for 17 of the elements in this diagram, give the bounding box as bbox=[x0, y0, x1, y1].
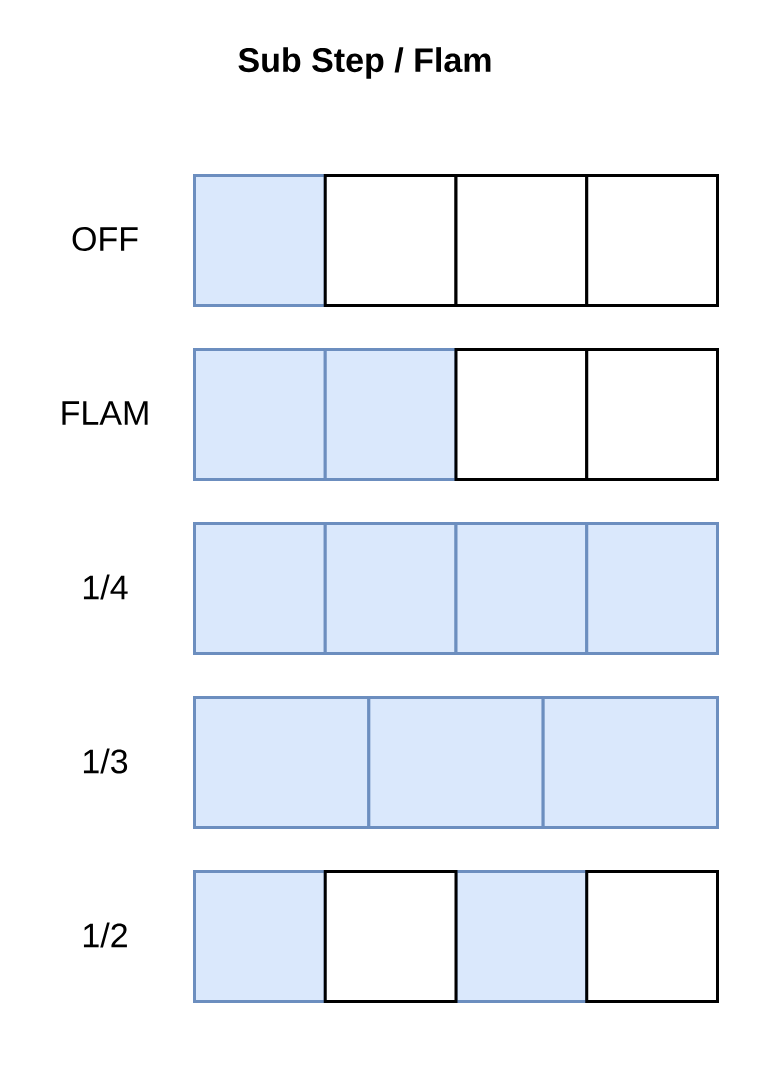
row-label: 1/2 bbox=[83, 922, 127, 948]
row-label: 1/4 bbox=[83, 574, 128, 600]
step-cell bbox=[585, 870, 719, 1003]
step-cell bbox=[585, 348, 719, 481]
step-cell bbox=[585, 522, 719, 655]
step-cell bbox=[193, 870, 327, 1003]
row-label: 1/3 bbox=[83, 748, 128, 774]
step-cell bbox=[541, 696, 719, 829]
step-cell bbox=[193, 174, 327, 307]
step-cell bbox=[193, 348, 327, 481]
step-cell bbox=[193, 522, 327, 655]
step-cell bbox=[323, 870, 458, 1003]
step-cell bbox=[585, 174, 719, 307]
step-cell bbox=[367, 696, 545, 829]
row-label: FLAM bbox=[62, 401, 148, 425]
row-label: OFF bbox=[72, 226, 138, 252]
title: Sub Step / Flam bbox=[238, 47, 491, 79]
